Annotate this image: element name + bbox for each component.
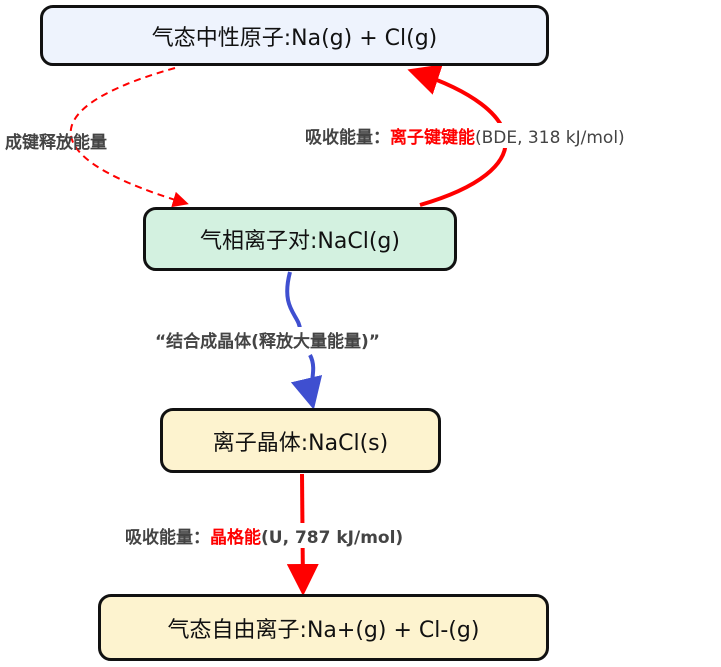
node-label: 气相离子对:NaCl(g) — [200, 229, 400, 254]
lattice-label: 吸收能量：晶格能(U, 787 kJ/mol) — [125, 523, 404, 548]
bde-value: (BDE, 318 kJ/mol) — [475, 128, 625, 148]
bond-release-label: 成键释放能量 — [5, 133, 107, 153]
node-label: 气态中性原子:Na(g) + Cl(g) — [151, 25, 438, 51]
bde-label: 吸收能量：离子键键能(BDE, 318 kJ/mol) — [305, 123, 625, 148]
node-label: 气态自由离子:Na+(g) + Cl-(g) — [167, 617, 480, 643]
crystallize-label: “结合成晶体(释放大量能量)” — [155, 327, 380, 352]
lattice-highlight: 晶格能 — [210, 528, 261, 548]
bde-highlight: 离子键键能 — [390, 128, 475, 148]
bond-release-arrow — [69, 67, 189, 208]
node-ion-pair: 气相离子对:NaCl(g) — [143, 207, 457, 271]
lattice-prefix: 吸收能量： — [125, 528, 210, 548]
node-gas-atoms: 气态中性原子:Na(g) + Cl(g) — [40, 5, 549, 66]
lattice-value: (U, 787 kJ/mol) — [261, 528, 404, 548]
crystallize-arrow — [287, 271, 313, 402]
node-label: 离子晶体:NaCl(s) — [212, 430, 389, 456]
node-gas-ions: 气态自由离子:Na+(g) + Cl-(g) — [98, 594, 549, 661]
bde-prefix: 吸收能量： — [305, 128, 390, 148]
node-ionic-crystal: 离子晶体:NaCl(s) — [160, 408, 441, 473]
